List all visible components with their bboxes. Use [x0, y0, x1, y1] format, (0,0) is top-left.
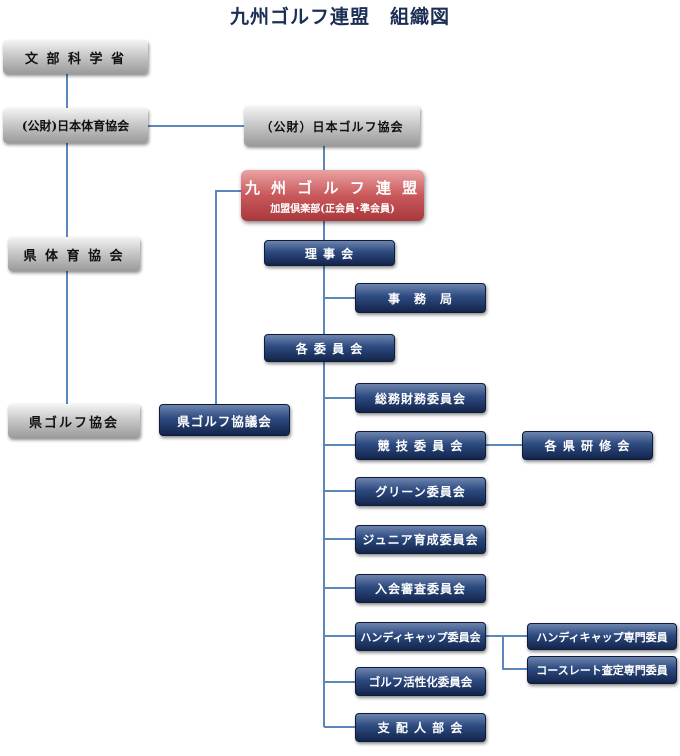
handicap-label: ハンディキャップ委員会 — [360, 630, 481, 644]
shihainin-label: 支 配 人 部 会 — [377, 721, 464, 735]
ken-taiiku-label: 県 体 育 協 会 — [23, 248, 125, 264]
kyogi-box: 競 技 委 員 会 — [355, 431, 486, 460]
kenshu-box: 各 県 研 修 会 — [522, 431, 653, 460]
iinkai-label: 各 委 員 会 — [295, 341, 364, 356]
monbu-label: 文 部 科 学 省 — [24, 51, 127, 67]
rijikai-box: 理 事 会 — [264, 240, 395, 266]
somu-label: 総務財務委員会 — [374, 391, 466, 406]
iinkai-box: 各 委 員 会 — [264, 334, 395, 362]
course-rate-box: コースレート査定専門委員 — [527, 656, 677, 684]
somu-box: 総務財務委員会 — [355, 383, 486, 413]
green-label: グリーン委員会 — [375, 485, 466, 499]
nyukai-box: 入会審査委員会 — [355, 574, 486, 603]
kasseika-box: ゴルフ活性化委員会 — [355, 667, 486, 696]
kyogi-label: 競 技 委 員 会 — [377, 439, 464, 453]
junior-label: ジュニア育成委員会 — [362, 533, 479, 547]
line-senmon-branch — [502, 636, 527, 670]
rijikai-label: 理 事 会 — [304, 246, 355, 261]
handicap-box: ハンディキャップ委員会 — [355, 622, 486, 651]
green-box: グリーン委員会 — [355, 477, 486, 506]
ken-golf-giin-box: 県ゴルフ協議会 — [159, 404, 290, 436]
page-title: 九州ゴルフ連盟 組織図 — [229, 6, 450, 28]
kgu-name: 九 州 ゴ ル フ 連 盟 — [244, 178, 421, 197]
monbu-box: 文 部 科 学 省 — [3, 40, 148, 74]
junior-box: ジュニア育成委員会 — [355, 525, 486, 554]
ken-golf-box: 県ゴルフ協会 — [8, 404, 140, 438]
kasseika-label: ゴルフ活性化委員会 — [368, 674, 473, 689]
jga-label: （公財）日本ゴルフ協会 — [260, 119, 404, 134]
jimukyoku-label: 事 務 局 — [387, 291, 453, 306]
handicap-senmon-box: ハンディキャップ専門委員 — [527, 623, 677, 650]
handicap-senmon-label: ハンディキャップ専門委員 — [536, 630, 668, 644]
jga-box: （公財）日本ゴルフ協会 — [244, 106, 420, 146]
kenshu-label: 各 県 研 修 会 — [544, 439, 631, 453]
line-kgu-ken-golf-giin — [215, 190, 241, 404]
nyukai-label: 入会審査委員会 — [374, 582, 466, 596]
shihainin-box: 支 配 人 部 会 — [355, 713, 486, 742]
kgu-member-clubs: 加盟倶楽部(正会員･準会員) — [270, 203, 395, 215]
ken-golf-label: 県ゴルフ協会 — [28, 415, 119, 431]
ken-taiiku-box: 県 体 育 協 会 — [8, 237, 140, 271]
course-rate-label: コースレート査定専門委員 — [536, 664, 668, 677]
taiiku-label: (公財)日本体育協会 — [21, 119, 130, 133]
ken-golf-giin-label: 県ゴルフ協議会 — [177, 413, 272, 429]
taiiku-box: (公財)日本体育協会 — [3, 108, 148, 143]
kgu-box: 九 州 ゴ ル フ 連 盟 加盟倶楽部(正会員･準会員) — [241, 170, 424, 221]
jimukyoku-box: 事 務 局 — [355, 283, 486, 313]
